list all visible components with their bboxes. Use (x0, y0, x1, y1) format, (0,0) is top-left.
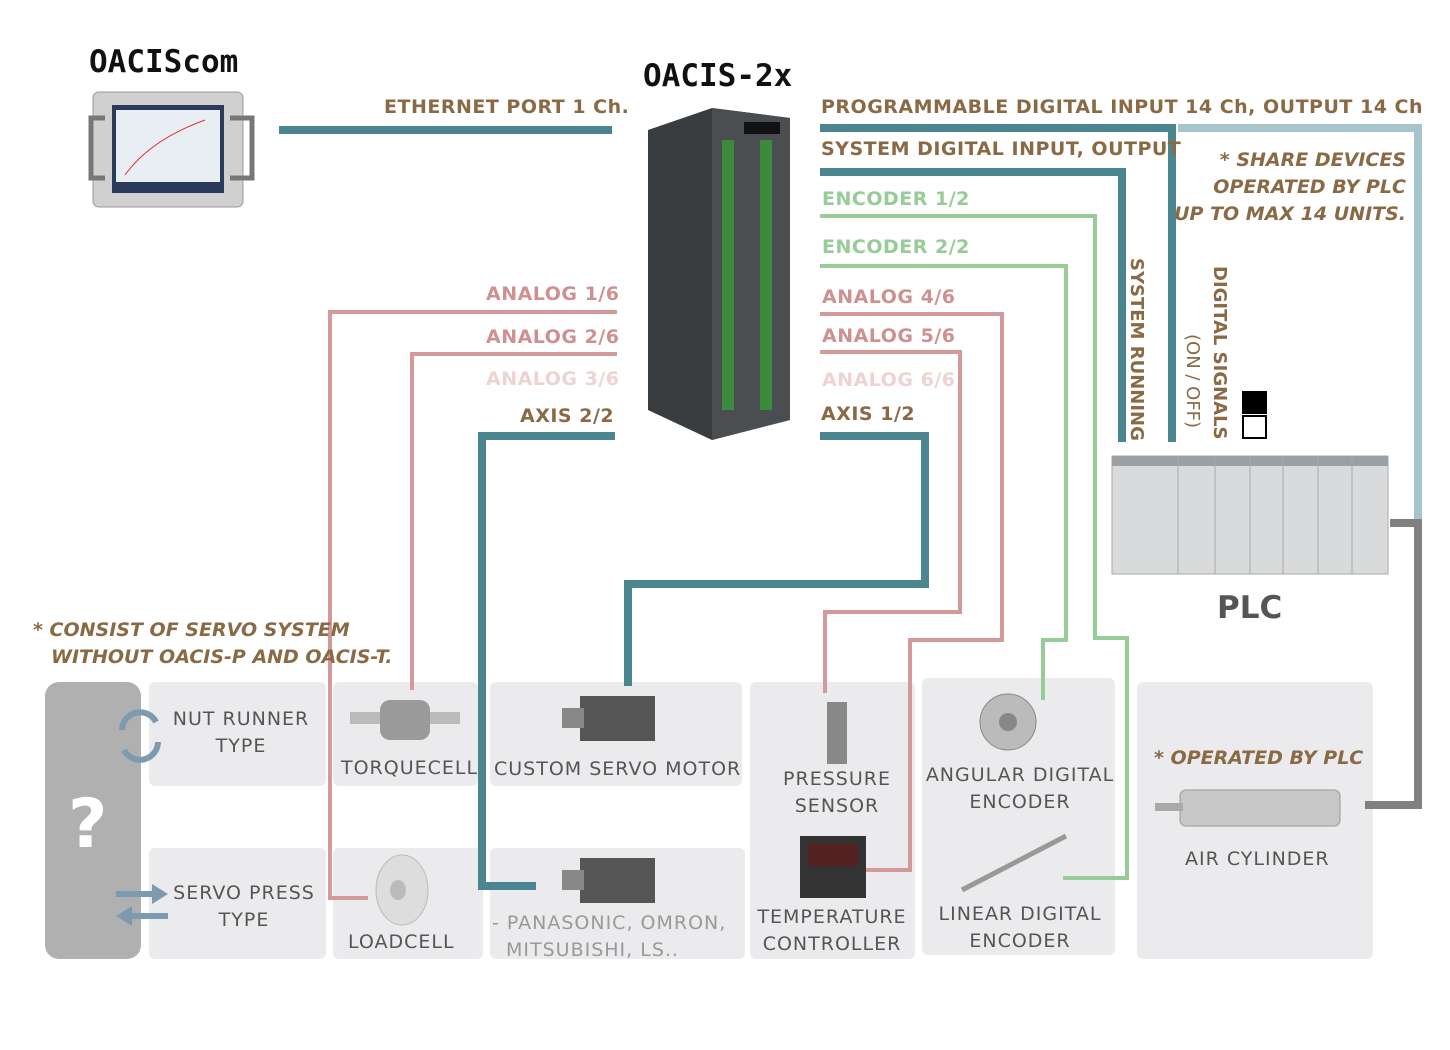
system-running-label: SYSTEM RUNNING (1126, 258, 1147, 441)
label-line: MITSUBISHI, LS.. (506, 939, 679, 961)
note-line: OPERATED BY PLC (1213, 176, 1406, 198)
pressure-sensor-label: PRESSURE SENSOR (760, 766, 914, 820)
torquecell-label: TORQUECELL (341, 757, 479, 779)
analog4-label: ANALOG 4/6 (822, 286, 956, 308)
analog2-label: ANALOG 2/6 (486, 326, 620, 348)
label-line: SERVO PRESS (173, 882, 315, 904)
servo-press-label: SERVO PRESS TYPE (170, 880, 318, 934)
controller-title: OACIS-2x (643, 58, 793, 94)
temperature-controller-label: TEMPERATURE CONTROLLER (752, 904, 912, 958)
programmable-io-line (820, 124, 1176, 442)
angular-encoder-label: ANGULAR DIGITAL ENCODER (922, 762, 1118, 816)
servo-system-note: * CONSIST OF SERVO SYSTEM WITHOUT OACIS-… (33, 617, 392, 671)
encoder1-line (820, 214, 1129, 880)
servo-motor-image (562, 696, 655, 741)
share-devices-note: * SHARE DEVICES OPERATED BY PLC UP TO MA… (1170, 147, 1406, 228)
analog1-line (328, 310, 617, 900)
brands-label: - PANASONIC, OMRON, MITSUBISHI, LS.. (492, 910, 726, 964)
label-line: TYPE (218, 909, 270, 931)
pressure-sensor-image (827, 702, 847, 764)
linear-encoder-image (960, 833, 1068, 893)
nut-runner-label: NUT RUNNER TYPE (170, 706, 312, 760)
temperature-controller-image (800, 836, 866, 898)
label-line: TEMPERATURE (757, 906, 907, 928)
label-line: ANGULAR DIGITAL (925, 764, 1115, 786)
switch-off-icon (1242, 415, 1267, 439)
analog4-line (820, 312, 1004, 872)
encoder2-line (820, 264, 1068, 700)
note-line: WITHOUT OACIS-P AND OACIS-T. (51, 646, 393, 668)
air-cylinder-label: AIR CYLINDER (1185, 848, 1330, 870)
question-mark: ? (68, 785, 108, 864)
controller-image (648, 108, 790, 440)
servo-press-box (149, 848, 326, 959)
note-line: * CONSIST OF SERVO SYSTEM (33, 619, 350, 641)
air-cylinder-image (1155, 789, 1341, 827)
label-line: CONTROLLER (762, 933, 902, 955)
label-line: LINEAR DIGITAL (938, 903, 1102, 925)
label-line: - PANASONIC, OMRON, (492, 912, 727, 934)
rotate-arrows-icon (119, 709, 161, 763)
operated-by-plc-note: * OPERATED BY PLC (1154, 747, 1364, 769)
axis2-line (478, 432, 615, 890)
note-line: * SHARE DEVICES (1219, 149, 1406, 171)
axis1-line (624, 432, 929, 686)
label-line: ENCODER (969, 791, 1071, 813)
analog3-label: ANALOG 3/6 (486, 368, 620, 390)
encoder2-label: ENCODER 2/2 (822, 236, 970, 258)
plc-title: PLC (1217, 590, 1283, 626)
encoder1-label: ENCODER 1/2 (822, 188, 970, 210)
analog5-label: ANALOG 5/6 (822, 325, 956, 347)
linear-encoder-label: LINEAR DIGITAL ENCODER (922, 901, 1118, 955)
switch-on-icon (1242, 391, 1267, 414)
angular-encoder-image (979, 693, 1037, 751)
label-line: NUT RUNNER (172, 708, 310, 730)
hmi-panel-image (88, 91, 255, 208)
axis1-label: AXIS 1/2 (821, 403, 916, 425)
analog1-label: ANALOG 1/6 (486, 283, 620, 305)
air-cylinder-line (1365, 519, 1422, 809)
label-line: PRESSURE (783, 768, 891, 790)
plc-io-line (1178, 124, 1422, 520)
torquecell-image (350, 700, 460, 740)
system-io-line (820, 168, 1126, 442)
label-line: TYPE (215, 735, 267, 757)
nut-runner-box (149, 682, 326, 786)
servo-motor-image-2 (562, 858, 655, 903)
analog6-label: ANALOG 6/6 (822, 369, 956, 391)
programmable-io-label: PROGRAMMABLE DIGITAL INPUT 14 Ch, OUTPUT… (821, 96, 1424, 118)
label-line: ENCODER (969, 930, 1071, 952)
ethernet-label: ETHERNET PORT 1 Ch. (384, 96, 630, 118)
custom-servo-label: CUSTOM SERVO MOTOR (494, 758, 742, 780)
digital-signals-label: DIGITAL SIGNALS (1209, 266, 1230, 440)
hmi-title: OACIScom (89, 44, 239, 80)
analog5-line (820, 350, 962, 693)
press-arrows-icon (116, 884, 168, 926)
on-off-label: (ON / OFF) (1182, 334, 1203, 429)
axis2-label: AXIS 2/2 (520, 405, 615, 427)
analog2-line (410, 352, 617, 690)
label-line: SENSOR (794, 795, 880, 817)
loadcell-image (375, 854, 429, 926)
loadcell-label: LOADCELL (348, 931, 455, 953)
system-io-label: SYSTEM DIGITAL INPUT, OUTPUT (821, 138, 1182, 160)
note-line: UP TO MAX 14 UNITS. (1174, 203, 1406, 225)
plc-image (1111, 455, 1389, 575)
